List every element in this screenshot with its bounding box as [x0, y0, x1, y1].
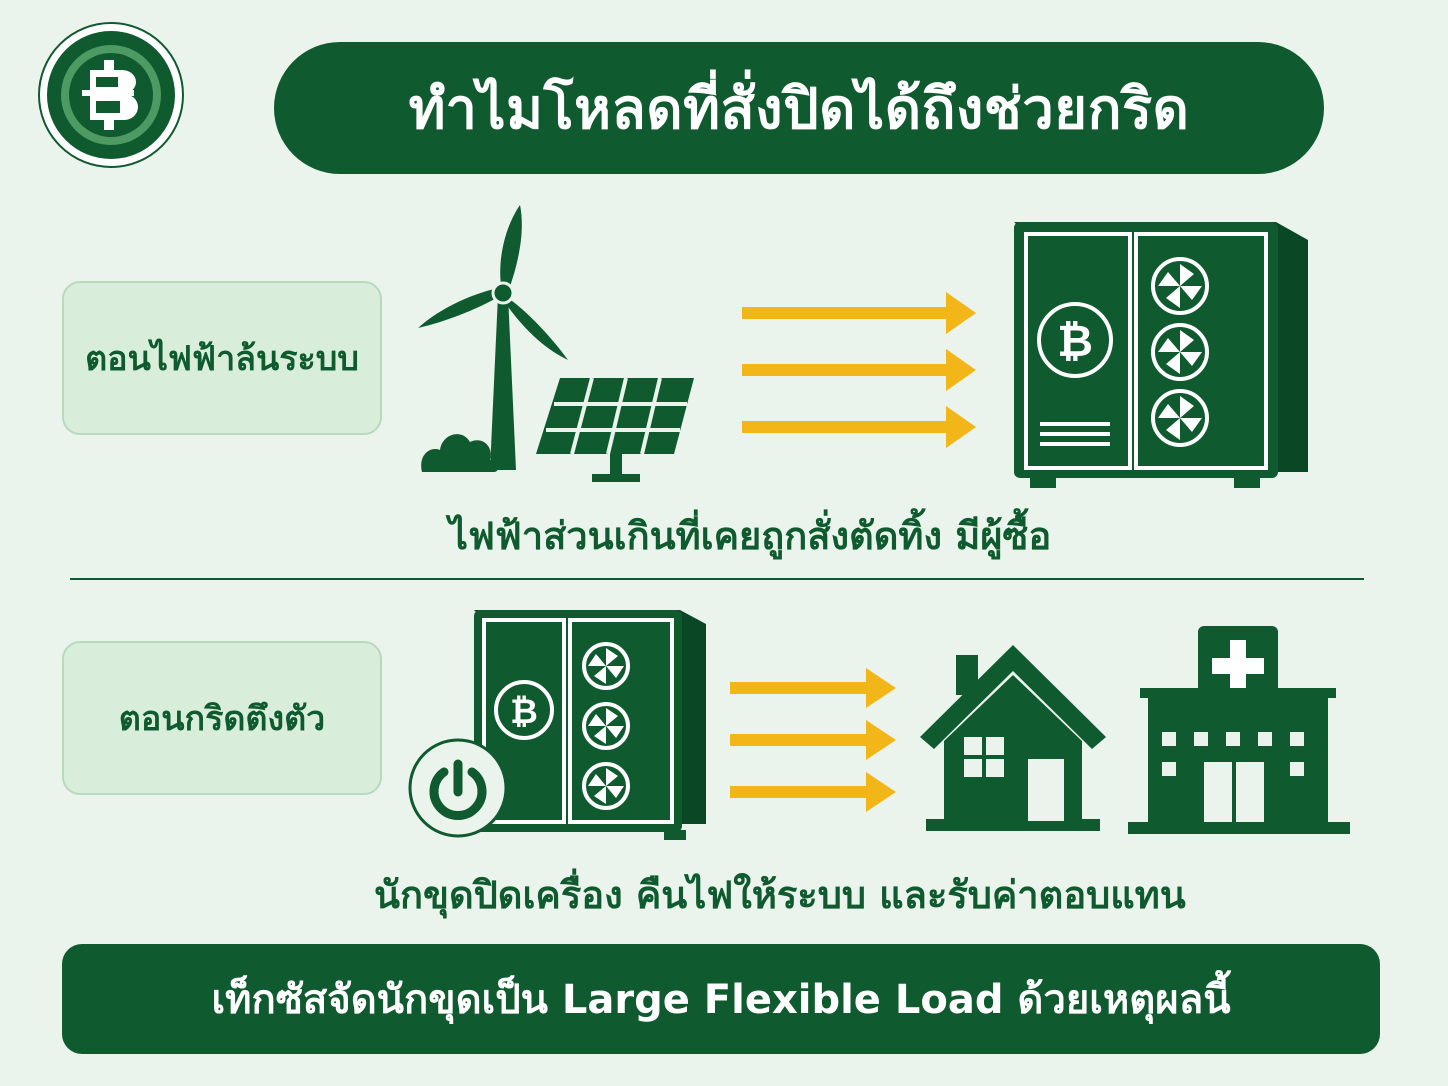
row-caption-surplus: ไฟฟ้าส่วนเกินที่เคยถูกสั่งตัดทิ้ง มีผู้ซ… [448, 514, 1052, 558]
bitcoin-miner-icon: ₿ [1014, 222, 1310, 490]
row-label-text: ตอนไฟฟ้าล้นระบบ [85, 339, 359, 379]
house-icon [920, 645, 1106, 833]
section-divider [70, 578, 1364, 580]
svg-text:₿: ₿ [1057, 316, 1093, 367]
hospital-icon [1128, 626, 1350, 834]
brand-logo-icon [38, 22, 184, 168]
footer-text: เท็กซัสจัดนักขุดเป็น Large Flexible Load… [211, 977, 1231, 1023]
row-label-text: ตอนกริดตึงตัว [118, 699, 326, 739]
row-caption-tight-grid: นักขุดปิดเครื่อง คืนไฟให้ระบบ และรับค่าต… [374, 873, 1186, 917]
bitcoin-miner-icon: ₿ [474, 610, 708, 842]
footer-banner: เท็กซัสจัดนักขุดเป็น Large Flexible Load… [62, 944, 1380, 1054]
page-title: ทำไมโหลดที่สั่งปิดได้ถึงช่วยกริด [408, 76, 1190, 142]
row-label-surplus: ตอนไฟฟ้าล้นระบบ [62, 281, 382, 435]
row-label-tight-grid: ตอนกริดตึงตัว [62, 641, 382, 795]
title-banner: ทำไมโหลดที่สั่งปิดได้ถึงช่วยกริด [274, 42, 1324, 174]
arrows-right-icon [742, 290, 978, 450]
svg-text:₿: ₿ [510, 692, 538, 732]
solar-panel-icon [532, 376, 697, 486]
power-off-icon [408, 738, 508, 838]
arrows-right-icon [730, 668, 898, 812]
wind-turbine-icon [416, 200, 576, 475]
